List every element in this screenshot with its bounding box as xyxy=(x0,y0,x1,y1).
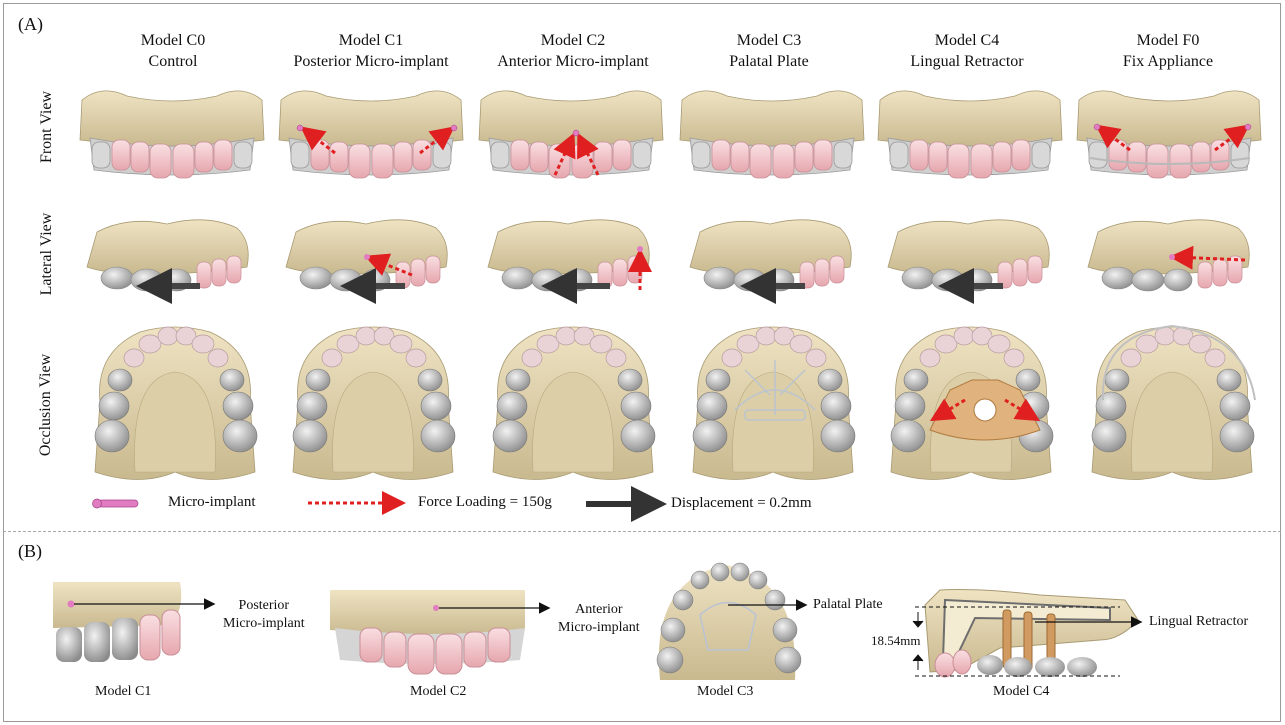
legend-displacement: Displacement = 0.2mm xyxy=(671,495,812,512)
occlusion-view-c0 xyxy=(95,327,257,480)
lateral-view-c3 xyxy=(690,220,851,291)
lateral-view-c4 xyxy=(888,220,1049,291)
micro-implant-icon xyxy=(93,499,139,508)
legend-micro-implant: Micro-implant xyxy=(168,494,255,511)
callout-anterior-micro-implant: Anterior Micro-implant xyxy=(558,601,640,637)
caption-model-c1: Model C1 xyxy=(95,684,151,700)
detail-c3-image xyxy=(654,560,801,680)
detail-c1-image xyxy=(53,582,188,664)
callout-palatal-plate: Palatal Plate xyxy=(813,597,883,613)
front-view-c0 xyxy=(80,91,264,178)
front-view-c4 xyxy=(878,91,1062,178)
front-view-c3 xyxy=(680,91,864,178)
caption-model-c3: Model C3 xyxy=(697,684,753,700)
occlusion-view-c3 xyxy=(693,327,855,480)
front-view-c1 xyxy=(279,91,463,178)
lateral-view-c0 xyxy=(87,220,248,291)
lateral-view-c2 xyxy=(488,220,649,291)
occlusion-view-c2 xyxy=(493,327,655,480)
dimension-label: 18.54mm xyxy=(871,633,920,649)
callout-lingual-retractor: Lingual Retractor xyxy=(1149,614,1248,630)
detail-c2-image xyxy=(330,590,525,674)
caption-model-c2: Model C2 xyxy=(410,684,466,700)
lateral-view-f0 xyxy=(1088,220,1249,291)
caption-model-c4: Model C4 xyxy=(993,684,1049,700)
callout-posterior-micro-implant: Posterior Micro-implant xyxy=(223,597,305,633)
occlusion-view-c1 xyxy=(293,327,455,480)
detail-c4-image xyxy=(925,590,1138,677)
front-view-c2 xyxy=(479,91,663,178)
legend-force-loading: Force Loading = 150g xyxy=(418,494,552,511)
